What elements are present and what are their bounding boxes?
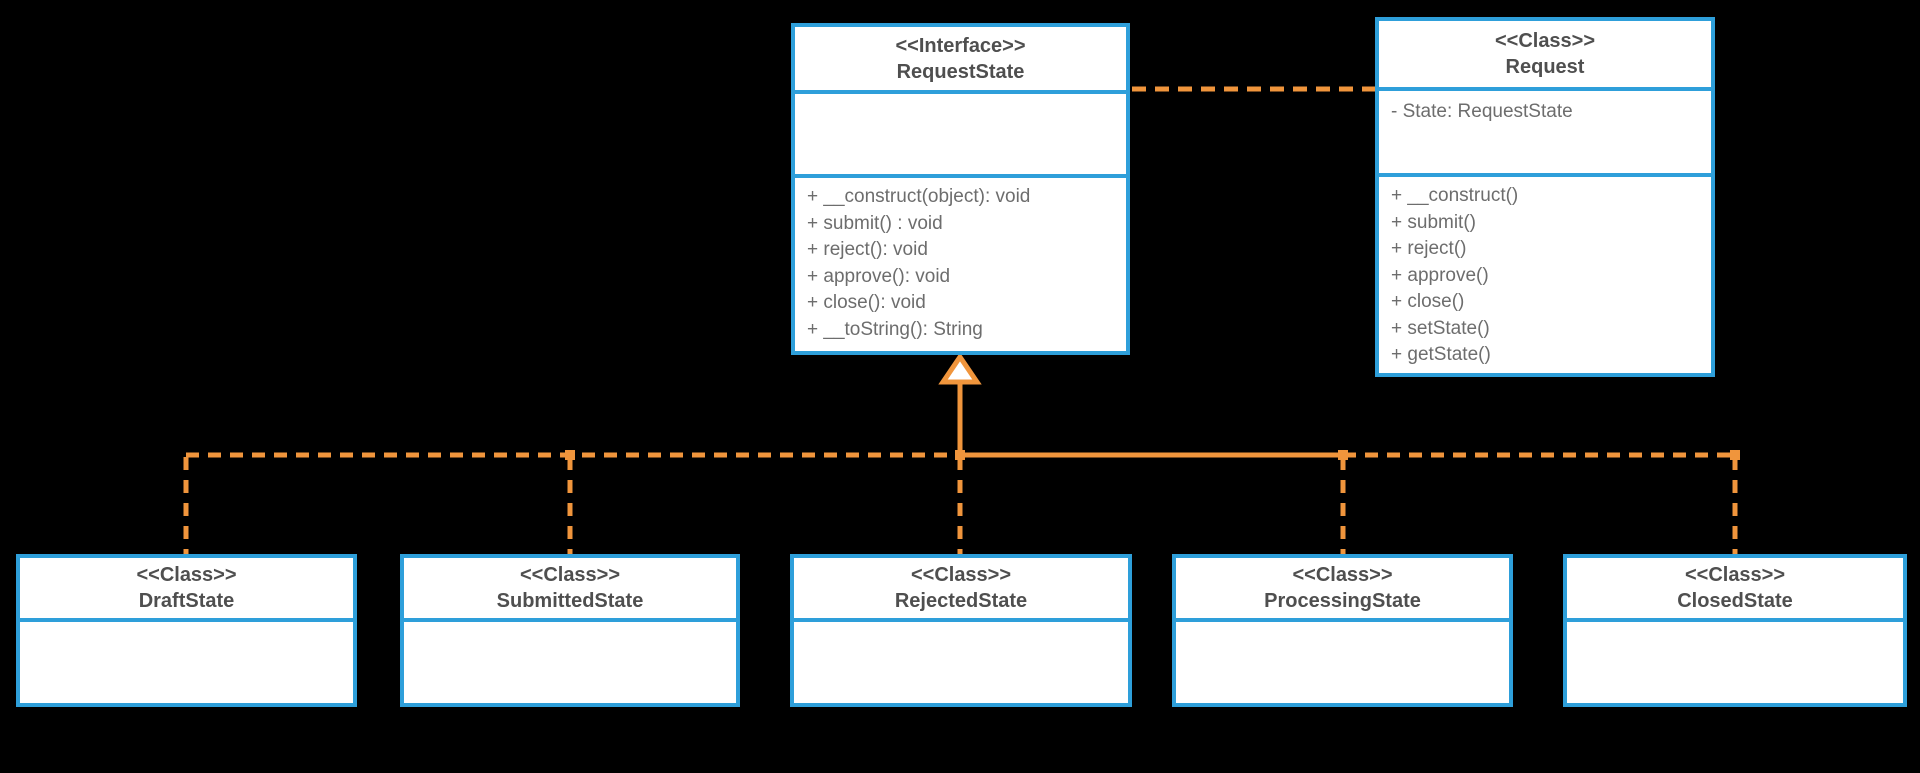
class-name-label: ClosedState xyxy=(1677,590,1793,612)
junction-node xyxy=(565,450,575,460)
interface-title: <<Interface>> RequestState xyxy=(795,27,1126,94)
interface-attributes-compartment xyxy=(795,94,1126,178)
stereotype-label: <<Class>> xyxy=(910,564,1012,586)
class-box-request[interactable]: <<Class>> Request - State: RequestState … xyxy=(1375,17,1715,377)
stereotype-label: <<Class>> xyxy=(1684,564,1786,586)
stereotype-label: <<Interface>> xyxy=(895,34,1026,57)
method-item: + close() xyxy=(1391,291,1465,312)
class-body-compartment xyxy=(794,622,1128,703)
method-item: + submit() : void xyxy=(807,212,943,234)
stereotype-label: <<Class>> xyxy=(136,564,237,586)
stereotype-label: <<Class>> xyxy=(519,564,621,586)
interface-methods-compartment: + __construct(object): void + submit() :… xyxy=(795,178,1126,351)
class-name-label: RequestState xyxy=(896,60,1025,83)
method-item: + __construct(object): void xyxy=(807,186,1031,207)
class-body-compartment xyxy=(404,622,736,703)
class-box-draftstate[interactable]: <<Class>> DraftState xyxy=(16,554,357,707)
class-box-closedstate[interactable]: <<Class>> ClosedState xyxy=(1563,554,1907,707)
class-title: <<Class>> ClosedState xyxy=(1567,558,1903,622)
class-name-label: ProcessingState xyxy=(1264,590,1421,612)
class-name-label: DraftState xyxy=(138,590,235,612)
attribute-item: - State: RequestState xyxy=(1391,101,1573,122)
class-title: <<Class>> SubmittedState xyxy=(404,558,736,622)
inheritance-arrow-icon xyxy=(938,352,982,385)
class-body-compartment xyxy=(1567,622,1903,703)
method-item: + __construct() xyxy=(1391,185,1519,206)
method-item: + reject() xyxy=(1391,238,1467,259)
class-box-rejectedstate[interactable]: <<Class>> RejectedState xyxy=(790,554,1132,707)
method-item: + __toString(): String xyxy=(807,318,983,340)
class-methods-compartment: + __construct() + submit() + reject() + … xyxy=(1379,177,1711,373)
class-name-label: SubmittedState xyxy=(496,590,644,612)
junction-node xyxy=(1338,450,1348,460)
class-title: <<Class>> ProcessingState xyxy=(1176,558,1509,622)
class-attributes-compartment: - State: RequestState xyxy=(1379,91,1711,177)
method-item: + approve() xyxy=(1391,264,1489,286)
method-item: + approve(): void xyxy=(807,265,951,287)
class-body-compartment xyxy=(20,622,353,703)
class-name-label: RejectedState xyxy=(894,590,1028,612)
method-item: + reject(): void xyxy=(807,239,928,260)
junction-node xyxy=(955,450,965,460)
class-box-submittedstate[interactable]: <<Class>> SubmittedState xyxy=(400,554,740,707)
class-title: <<Class>> Request xyxy=(1379,21,1711,91)
class-name-label: Request xyxy=(1505,56,1585,78)
interface-box-requeststate[interactable]: <<Interface>> RequestState + __construct… xyxy=(791,23,1130,355)
class-body-compartment xyxy=(1176,622,1509,703)
class-box-processingstate[interactable]: <<Class>> ProcessingState xyxy=(1172,554,1513,707)
junction-node xyxy=(1730,450,1740,460)
method-item: + close(): void xyxy=(807,292,926,313)
class-title: <<Class>> RejectedState xyxy=(794,558,1128,622)
stereotype-label: <<Class>> xyxy=(1494,30,1596,52)
method-item: + submit() xyxy=(1391,211,1476,233)
class-title: <<Class>> DraftState xyxy=(20,558,353,622)
method-item: + setState() xyxy=(1391,317,1490,339)
stereotype-label: <<Class>> xyxy=(1292,564,1393,586)
method-item: + getState() xyxy=(1391,344,1491,365)
